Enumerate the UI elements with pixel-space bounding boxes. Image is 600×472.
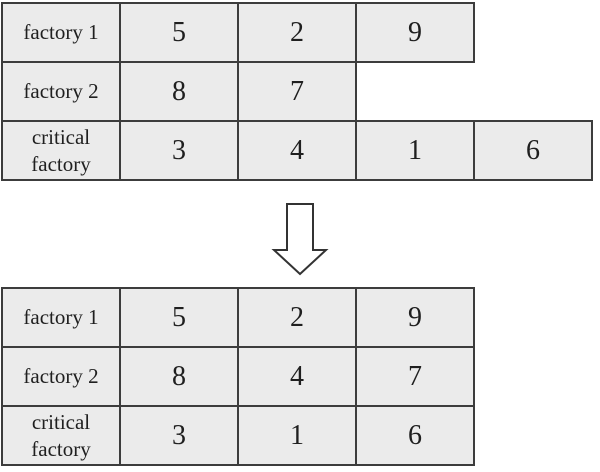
row-label: factory 2 — [1, 61, 121, 122]
task-cell: 1 — [355, 120, 475, 181]
task-cell: 9 — [355, 2, 475, 63]
task-cell: 6 — [473, 120, 593, 181]
task-cell: 1 — [237, 405, 357, 466]
task-cell: 6 — [355, 405, 475, 466]
task-cell: 7 — [355, 346, 475, 407]
task-cell: 4 — [237, 120, 357, 181]
task-cell: 5 — [119, 2, 239, 63]
task-cell: 5 — [119, 287, 239, 348]
task-cell: 4 — [237, 346, 357, 407]
task-cell: 8 — [119, 61, 239, 122]
row-label: factory 2 — [1, 346, 121, 407]
down-arrow-icon — [271, 203, 329, 276]
task-cell: 2 — [237, 2, 357, 63]
task-cell: 2 — [237, 287, 357, 348]
transform-arrow — [270, 200, 330, 278]
task-cell: 3 — [119, 405, 239, 466]
row-label: factory 1 — [1, 287, 121, 348]
task-cell: 7 — [237, 61, 357, 122]
row-label: factory 1 — [1, 2, 121, 63]
task-cell: 8 — [119, 346, 239, 407]
row-label: critical factory — [1, 120, 121, 181]
task-cell: 3 — [119, 120, 239, 181]
task-cell: 9 — [355, 287, 475, 348]
row-label: critical factory — [1, 405, 121, 466]
